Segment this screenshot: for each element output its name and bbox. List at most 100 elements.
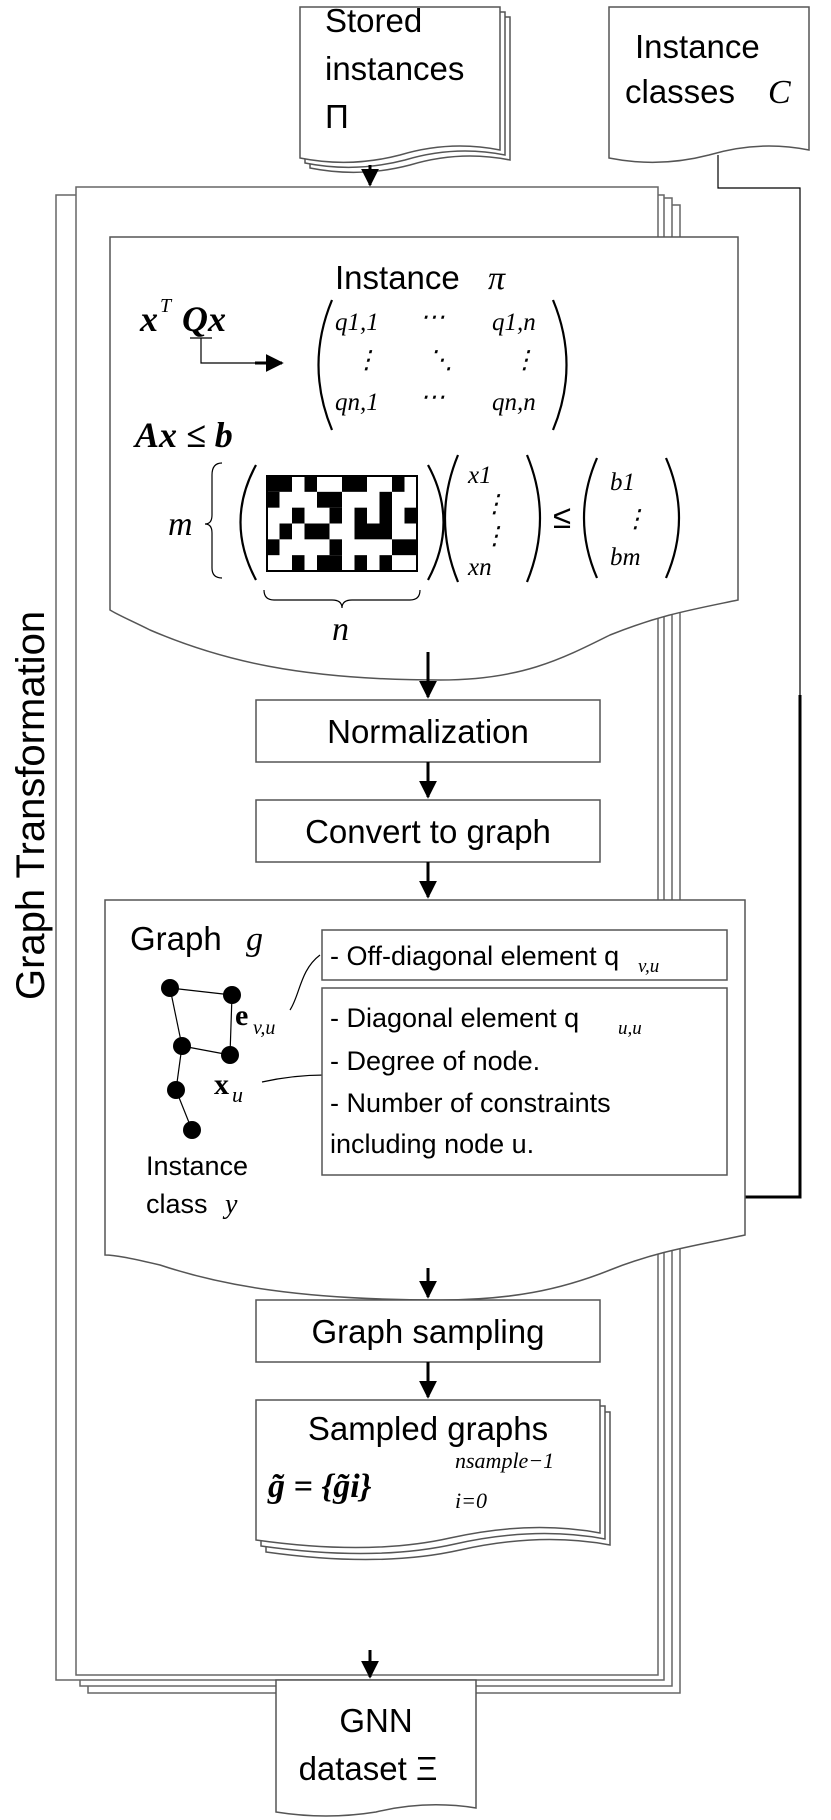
gnn-dataset-line2: dataset Ξ xyxy=(299,1750,438,1787)
q-matrix-cell-1-2: ⋯ xyxy=(420,304,445,331)
a-matrix-pattern xyxy=(267,476,417,571)
sampled-formula: g̃ = {g̃i} xyxy=(267,1468,372,1505)
sampling-label: Graph sampling xyxy=(312,1313,545,1350)
normalization-label: Normalization xyxy=(327,713,529,750)
a-matrix-cell xyxy=(292,507,305,524)
stored-instances-symbol: Π xyxy=(325,98,349,135)
instance-title: Instance xyxy=(335,259,460,296)
a-matrix-cell xyxy=(292,555,305,571)
instance-classes-document: Instance classes C xyxy=(608,6,810,164)
constraint-label: Ax ≤ b xyxy=(133,415,233,455)
q-matrix-cell-2-3: ⋮ xyxy=(512,347,537,374)
instance-class-symbol: y xyxy=(222,1189,238,1220)
sampled-sub: i=0 xyxy=(455,1488,487,1513)
sampling-box xyxy=(255,1299,601,1363)
a-matrix-right-paren xyxy=(427,464,445,581)
q-matrix-left-paren xyxy=(317,299,334,431)
q-matrix-cell-1-3: q1,n xyxy=(492,309,536,336)
a-matrix-cell xyxy=(404,507,417,524)
node-feature-1-sub: u,u xyxy=(618,1018,642,1039)
graph-node xyxy=(173,1037,191,1055)
leq-sign: ≤ xyxy=(553,498,571,535)
graph-node xyxy=(183,1121,201,1139)
sampled-graphs-document: Sampled graphs g̃ = {g̃i} nsample−1 i=0 xyxy=(255,1399,611,1561)
x-vector-1: x1 xyxy=(467,462,492,489)
q-matrix-cell-3-1: qn,1 xyxy=(335,389,379,416)
normalization-box xyxy=(255,699,601,763)
a-matrix-cell xyxy=(267,476,292,492)
q-matrix-cell-1-1: q1,1 xyxy=(335,309,379,336)
node-feature-4: including node u. xyxy=(330,1129,534,1159)
x-vector-left-paren xyxy=(443,454,460,583)
a-matrix-cell xyxy=(392,539,417,556)
n-label: n xyxy=(332,611,349,648)
x-vector-2: ⋮ xyxy=(482,491,507,518)
graph-node xyxy=(221,1046,239,1064)
stored-instances-line1: Stored xyxy=(325,2,422,39)
q-matrix-cell-2-1: ⋮ xyxy=(354,347,379,374)
graph-node xyxy=(223,986,241,1004)
quadratic-x: x xyxy=(139,299,158,339)
instance-block: Instance π x T Qx q1,1 ⋯ q1,n ⋮ ⋱ ⋮ qn,1… xyxy=(109,236,739,681)
instance-class-line1: Instance xyxy=(146,1151,248,1181)
edge-label-sub: v,u xyxy=(253,1017,275,1039)
node-feature-2: - Degree of node. xyxy=(330,1046,540,1076)
instance-classes-line1: Instance xyxy=(635,28,760,65)
node-label-sub: u xyxy=(232,1082,243,1107)
node-label: x xyxy=(214,1068,229,1101)
a-matrix-cell xyxy=(367,523,392,540)
m-label: m xyxy=(168,506,193,543)
x-vector-right-paren xyxy=(525,454,542,583)
q-matrix-right-paren xyxy=(551,299,568,431)
a-matrix-cell xyxy=(317,491,342,508)
a-matrix-cell xyxy=(317,555,342,571)
graph-title-symbol: g xyxy=(246,921,263,958)
edge-feature-box xyxy=(321,929,728,981)
node-feature-3: - Number of constraints xyxy=(330,1088,611,1118)
convert-box xyxy=(255,799,601,863)
q-matrix-cell-3-2: ⋯ xyxy=(420,384,445,411)
a-matrix-cell xyxy=(304,476,317,492)
q-matrix-cell-2-2: ⋱ xyxy=(428,347,453,374)
graph-node xyxy=(167,1081,185,1099)
edge-feature-connector xyxy=(289,954,321,1011)
edge-feature-sub: v,u xyxy=(638,956,659,977)
b-vector-left-paren xyxy=(582,457,599,579)
node-feature-1: - Diagonal element q xyxy=(330,1003,579,1033)
x-vector-3: ⋮ xyxy=(482,523,507,550)
a-matrix-cell xyxy=(267,491,280,508)
instance-title-symbol: π xyxy=(488,260,506,297)
class-connector-line xyxy=(717,155,801,695)
edge-label: e xyxy=(235,999,248,1032)
q-matrix-cell-3-3: qn,n xyxy=(492,389,536,416)
stored-instances-line2: instances xyxy=(325,50,464,87)
x-vector-4: xn xyxy=(467,554,492,581)
sampled-title: Sampled graphs xyxy=(308,1410,548,1447)
quadratic-pointer xyxy=(190,337,270,364)
instance-class-line2: class xyxy=(146,1189,208,1219)
b-vector-2: ⋮ xyxy=(623,506,648,533)
a-matrix-cell xyxy=(379,555,392,571)
gnn-dataset-shape xyxy=(275,1679,477,1817)
quadratic-sup: T xyxy=(160,295,173,317)
a-matrix-cell xyxy=(329,507,342,524)
graph-node xyxy=(161,979,179,997)
a-matrix-cell xyxy=(354,507,367,540)
graph-title: Graph xyxy=(130,920,222,957)
edge-feature-text: - Off-diagonal element q xyxy=(330,941,619,971)
sampled-sup: nsample−1 xyxy=(455,1448,554,1473)
a-matrix-cell xyxy=(279,523,292,540)
instance-classes-symbol: C xyxy=(768,74,791,111)
node-feature-box xyxy=(321,987,728,1176)
a-matrix-cell xyxy=(354,555,367,571)
stored-instances-document: Stored instances Π xyxy=(299,2,511,174)
b-vector-right-paren xyxy=(664,457,681,579)
a-matrix-cell xyxy=(379,491,392,524)
gnn-dataset-line1: GNN xyxy=(339,1702,412,1739)
a-matrix-cell xyxy=(304,523,330,540)
a-matrix-cell xyxy=(329,539,342,556)
b-vector-3: bm xyxy=(610,544,641,571)
a-matrix-cell xyxy=(267,539,280,556)
b-vector-1: b1 xyxy=(610,469,635,496)
side-label: Graph Transformation xyxy=(9,611,53,1000)
